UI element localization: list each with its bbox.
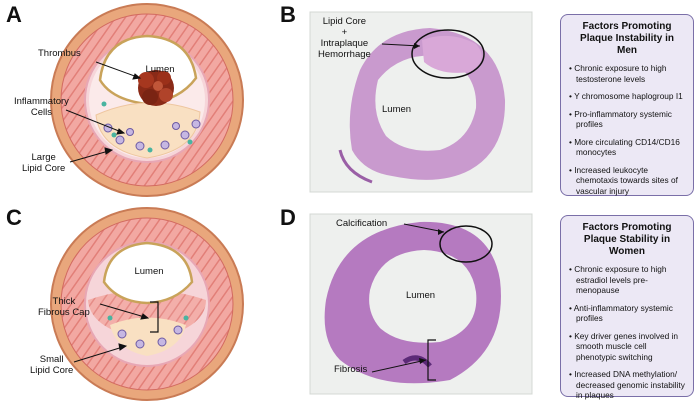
women-stability-box: Factors Promoting Plaque Stability in Wo… (560, 215, 694, 400)
men-box-title: Factors Promoting Plaque Instability in … (580, 21, 674, 56)
label-b-lumen: Lumen (382, 104, 412, 115)
label-c-lipid-core: Small Lipid Core (30, 354, 74, 376)
label-d-fibrosis: Fibrosis (334, 364, 368, 375)
men-factor-item: Increased leukocyte chemotaxis towards s… (569, 165, 685, 197)
label-d-calcification: Calcification (336, 218, 388, 229)
label-b-lipid-core: Lipid Core + Intraplaque Hemorrhage (318, 16, 371, 60)
label-d-lumen: Lumen (406, 290, 436, 301)
men-instability-box: Factors Promoting Plaque Instability in … (560, 14, 694, 196)
label-a-thrombus: Thrombus (38, 48, 81, 59)
micrograph-b (309, 11, 533, 193)
thrombus-illustration (138, 70, 174, 106)
women-factor-item: Increased DNA methylation/ decreased gen… (569, 369, 685, 401)
panel-letter-c: C (6, 205, 22, 230)
panel-letter-b: B (280, 2, 296, 27)
label-c-fibrous-cap: Thick Fibrous Cap (38, 296, 90, 318)
panel-letter-a: A (6, 2, 22, 27)
label-a-lipid-core: Large Lipid Core (22, 152, 66, 174)
men-factors-list: Chronic exposure to high testosterone le… (569, 63, 685, 196)
women-factor-item: Key driver genes involved in smooth musc… (569, 331, 685, 363)
women-box-title: Factors Promoting Plaque Stability in Wo… (582, 222, 672, 257)
men-factor-item: Chronic exposure to high testosterone le… (569, 63, 685, 84)
men-factor-item: Pro-inflammatory systemic profiles (569, 109, 685, 130)
panel-letter-d: D (280, 205, 296, 230)
label-c-lumen: Lumen (134, 266, 164, 277)
men-factor-item: More circulating CD14/CD16 monocytes (569, 137, 685, 158)
artery-c-stable-plaque (50, 207, 244, 401)
label-a-lumen: Lumen (145, 64, 175, 75)
women-factor-item: Anti-inflammatory systemic profiles (569, 303, 685, 324)
women-factor-item: Chronic exposure to high estradiol level… (569, 264, 685, 296)
women-factors-list: Chronic exposure to high estradiol level… (569, 264, 685, 401)
artery-a-unstable-plaque (50, 3, 244, 197)
label-a-inflammatory-cells: Inflammatory Cells (14, 96, 69, 118)
men-factor-item: Y chromosome haplogroup I1 (569, 91, 685, 102)
micrograph-d (309, 213, 533, 395)
